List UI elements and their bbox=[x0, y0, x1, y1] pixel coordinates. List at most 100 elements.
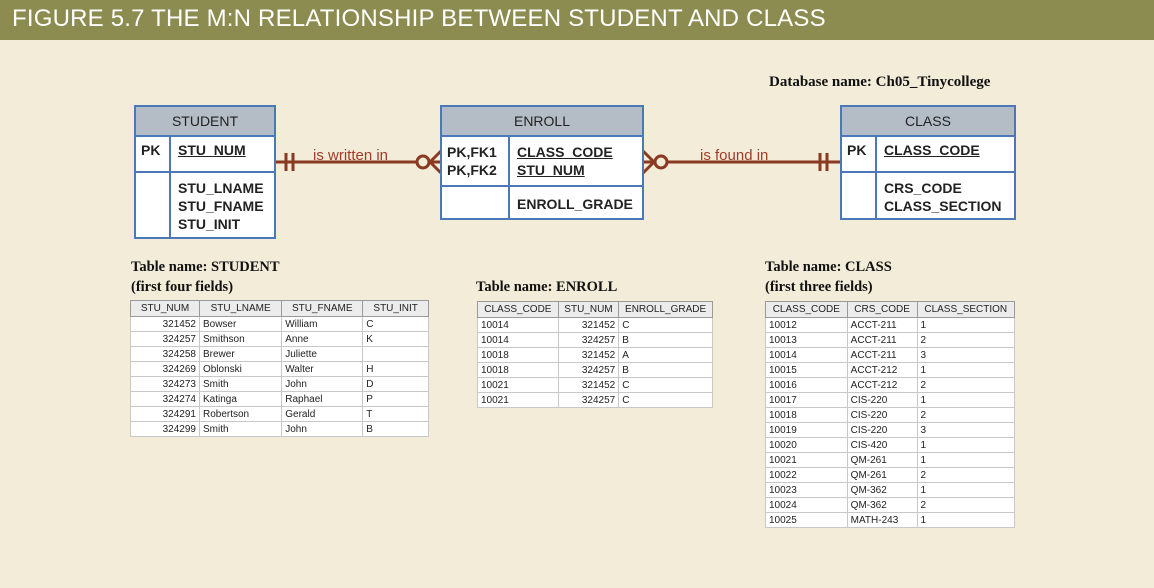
table-cell: 3 bbox=[916, 422, 1016, 438]
table-cell: 324269 bbox=[130, 361, 200, 377]
attr-class-code: CLASS_CODE bbox=[517, 144, 613, 160]
table-cell: 10017 bbox=[765, 392, 848, 408]
entity-student-pk-attrs: STU_NUM bbox=[171, 137, 274, 171]
table-cell: 2 bbox=[916, 332, 1016, 348]
table-cell: 324291 bbox=[130, 406, 200, 422]
zero-circle-enroll-right bbox=[653, 154, 669, 170]
table-cell: ACCT-211 bbox=[846, 332, 918, 348]
table-cell: 1 bbox=[916, 452, 1016, 468]
entity-class-pk-label: PK bbox=[842, 137, 877, 171]
table-cell: 321452 bbox=[130, 316, 200, 332]
class-table-title: Table name: CLASS (first three fields) bbox=[765, 257, 892, 297]
table-cell: ACCT-211 bbox=[846, 317, 918, 333]
table-cell: 10015 bbox=[765, 362, 848, 378]
attr-stu-fname: STU_FNAME bbox=[178, 198, 264, 214]
column-header: STU_NUM bbox=[557, 301, 620, 318]
entity-class-title: CLASS bbox=[842, 107, 1014, 137]
table-cell: 324257 bbox=[557, 392, 620, 408]
entity-enroll-title: ENROLL bbox=[442, 107, 642, 137]
column-header: STU_FNAME bbox=[281, 300, 364, 317]
relationship-label-is-found-in: is found in bbox=[700, 147, 769, 164]
attr-class-code: CLASS_CODE bbox=[884, 142, 980, 158]
table-cell: 324257 bbox=[130, 331, 200, 347]
table-cell: 1 bbox=[916, 437, 1016, 453]
table-cell: 324273 bbox=[130, 376, 200, 392]
table-cell: 324274 bbox=[130, 391, 200, 407]
entity-enroll-key-labels: PK,FK1 PK,FK2 bbox=[442, 137, 510, 185]
zero-circle-enroll-left bbox=[415, 154, 431, 170]
crowfoot-enroll-right-top bbox=[641, 149, 656, 164]
table-cell: John bbox=[281, 421, 364, 437]
table-cell: 324257 bbox=[557, 362, 620, 378]
column-header: STU_NUM bbox=[130, 300, 200, 317]
table-cell: 10021 bbox=[765, 452, 848, 468]
entity-class-pk-attrs: CLASS_CODE bbox=[877, 137, 1014, 171]
table-cell: 1 bbox=[916, 392, 1016, 408]
table-cell: 10022 bbox=[765, 467, 848, 483]
table-cell: B bbox=[362, 421, 429, 437]
table-cell: Smith bbox=[198, 421, 283, 437]
attr-enroll-grade: ENROLL_GRADE bbox=[517, 196, 633, 212]
table-cell: CIS-220 bbox=[846, 392, 918, 408]
table-cell: Walter bbox=[281, 361, 364, 377]
table-cell: ACCT-211 bbox=[846, 347, 918, 363]
table-cell: CIS-220 bbox=[846, 407, 918, 423]
attr-stu-lname: STU_LNAME bbox=[178, 180, 264, 196]
entity-enroll-attr-section: ENROLL_GRADE bbox=[442, 187, 642, 218]
crowfoot-enroll-left-top bbox=[428, 149, 443, 164]
table-cell: 321452 bbox=[557, 347, 620, 363]
table-cell: T bbox=[362, 406, 429, 422]
table-cell: 1 bbox=[916, 512, 1016, 528]
table-cell: 10016 bbox=[765, 377, 848, 393]
table-cell: 10018 bbox=[765, 407, 848, 423]
table-cell: 10020 bbox=[765, 437, 848, 453]
class-table-name: Table name: CLASS bbox=[765, 259, 892, 275]
table-cell: William bbox=[281, 316, 364, 332]
table-cell: 1 bbox=[916, 317, 1016, 333]
table-cell: Raphael bbox=[281, 391, 364, 407]
attr-stu-init: STU_INIT bbox=[178, 216, 241, 232]
class-table-subtitle: (first three fields) bbox=[765, 279, 873, 295]
table-cell: 10023 bbox=[765, 482, 848, 498]
table-cell: CIS-220 bbox=[846, 422, 918, 438]
figure-header: FIGURE 5.7 THE M:N RELATIONSHIP BETWEEN … bbox=[0, 0, 1154, 40]
table-cell: ACCT-212 bbox=[846, 362, 918, 378]
table-cell: 10014 bbox=[765, 347, 848, 363]
entity-enroll-attrs: ENROLL_GRADE bbox=[510, 187, 642, 218]
table-cell: 10024 bbox=[765, 497, 848, 513]
table-cell: 2 bbox=[916, 407, 1016, 423]
table-cell: 10014 bbox=[477, 317, 559, 333]
table-cell: Bowser bbox=[198, 316, 283, 332]
entity-enroll-key-section: PK,FK1 PK,FK2 CLASS_CODE STU_NUM bbox=[442, 137, 642, 187]
table-cell: B bbox=[618, 332, 713, 348]
column-header: STU_LNAME bbox=[198, 300, 283, 317]
table-cell: 10014 bbox=[477, 332, 559, 348]
student-table-subtitle: (first four fields) bbox=[131, 279, 234, 295]
entity-student-key-section: PK STU_NUM bbox=[136, 137, 274, 173]
table-cell: 10013 bbox=[765, 332, 848, 348]
table-cell: C bbox=[362, 316, 429, 332]
figure-title: FIGURE 5.7 THE M:N RELATIONSHIP BETWEEN … bbox=[12, 5, 826, 32]
table-cell: K bbox=[362, 331, 429, 347]
table-cell: 10018 bbox=[477, 347, 559, 363]
table-cell: John bbox=[281, 376, 364, 392]
entity-student-title: STUDENT bbox=[136, 107, 274, 137]
